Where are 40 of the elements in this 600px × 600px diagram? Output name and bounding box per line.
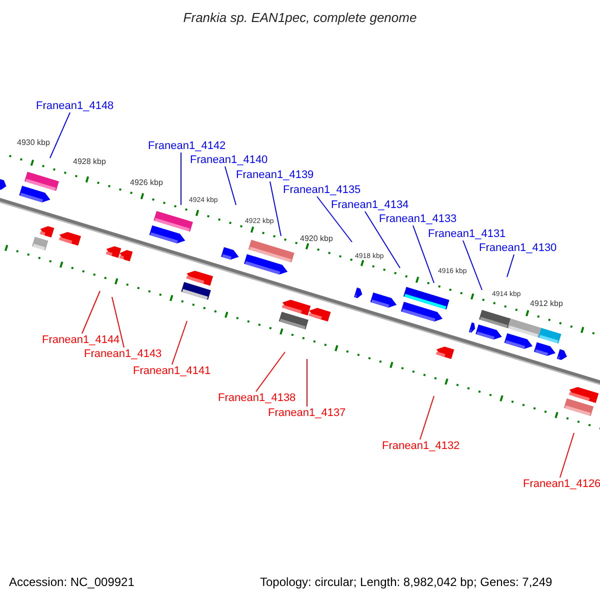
gene-label: Franean1_4132 <box>382 440 460 452</box>
leader-line <box>180 152 182 206</box>
leader-line <box>506 254 514 278</box>
scale-label: 4920 kbp <box>300 235 333 243</box>
leader-line <box>420 396 434 440</box>
scale-label: 4930 kbp <box>17 139 50 147</box>
leader-line <box>270 181 282 236</box>
leader-line <box>224 166 236 206</box>
leader-line <box>462 240 482 290</box>
gene-label: Franean1_4135 <box>283 184 361 196</box>
gene-label: Franean1_4139 <box>236 168 314 182</box>
map-title: Frankia sp. EAN1pec, complete genome <box>183 10 417 26</box>
leader-line <box>50 112 70 158</box>
gene-label: Franean1_4134 <box>331 198 409 212</box>
gene-label: Franean1_4143 <box>84 348 162 360</box>
leader-line <box>172 320 188 365</box>
leader-line <box>364 211 400 268</box>
leader-line <box>82 290 100 334</box>
scale-label: 4926 kbp <box>130 179 163 187</box>
gene-label: Franean1_4133 <box>379 212 457 226</box>
gene-label: Franean1_4142 <box>148 140 226 152</box>
gene-label: Franean1_4141 <box>133 364 211 378</box>
leader-line <box>412 225 434 284</box>
gene-label: Franean1_4144 <box>42 334 120 346</box>
leader-line <box>316 196 352 242</box>
gene-label: Franean1_4148 <box>36 100 114 112</box>
gene-label: Franean1_4138 <box>218 392 296 404</box>
leader-line <box>112 296 124 348</box>
genome-stats-text: Topology: circular; Length: 8,982,042 bp; Genes: 7,249 <box>260 576 552 588</box>
leader-line <box>256 352 286 392</box>
scale-label: 4912 kbp <box>530 300 563 308</box>
gene-label: Franean1_4130 <box>479 242 557 254</box>
gene-label: Franean1_4131 <box>428 228 506 240</box>
gene-label: Franean1_4126 <box>523 478 600 490</box>
accession-text: Accession: NC_009921 <box>9 576 134 588</box>
gene-label: Franean1_4140 <box>190 154 268 166</box>
leader-line <box>560 432 574 478</box>
scale-label: 4928 kbp <box>73 158 106 166</box>
gene-label: Franean1_4137 <box>268 406 346 420</box>
leader-line <box>306 358 308 407</box>
